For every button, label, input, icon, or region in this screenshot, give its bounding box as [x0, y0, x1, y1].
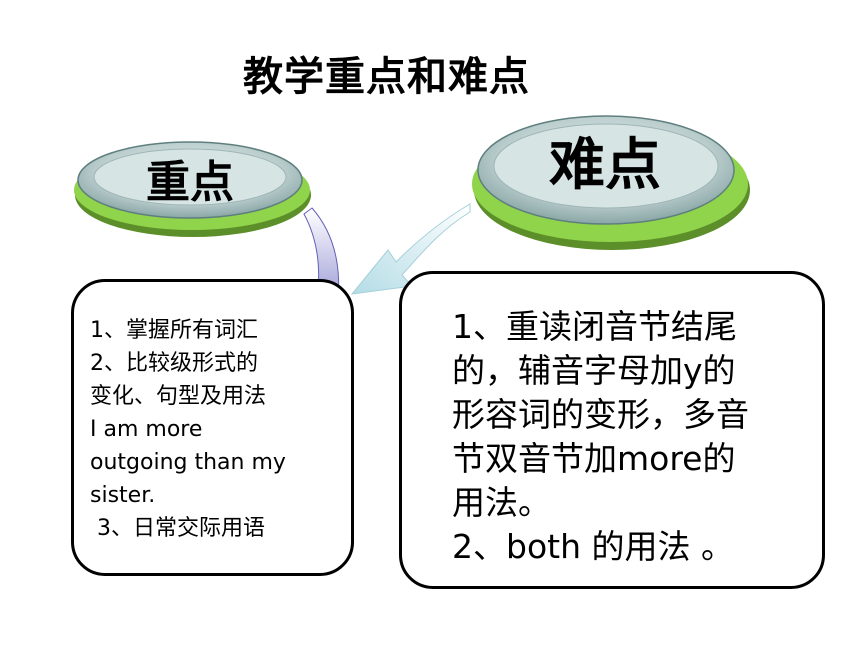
key-point-line: 变化、句型及用法 [90, 384, 267, 409]
difficult-point-line: 用法。 [452, 483, 551, 522]
difficult-point-line: 的，辅音字母加y的 [452, 351, 736, 390]
key-point-content: 1、掌握所有词汇 2、比较级形式的 变化、句型及用法 I am more out… [90, 314, 350, 545]
difficult-point-ellipse [472, 115, 750, 250]
difficult-point-line: 形容词的变形，多音 [452, 395, 749, 434]
difficult-point-box [399, 271, 825, 589]
key-point-line: 2、比较级形式的 [90, 351, 258, 376]
key-point-box [71, 279, 354, 576]
key-point-line: outgoing than my [90, 450, 286, 475]
key-point-line: sister. [90, 483, 156, 508]
difficult-point-line: 1、重读闭音节结尾 [452, 307, 737, 346]
key-point-label: 重点 [146, 157, 234, 208]
key-point-line: I am more [90, 417, 203, 442]
difficult-point-label: 难点 [549, 133, 661, 198]
difficult-point-content: 1、重读闭音节结尾 的，辅音字母加y的 形容词的变形，多音 节双音节加more的… [452, 305, 812, 569]
key-point-ellipse [74, 141, 311, 237]
key-point-line: 3、日常交际用语 [90, 516, 265, 541]
page-title: 教学重点和难点 [243, 54, 530, 100]
difficult-point-line: 节双音节加more的 [452, 439, 736, 478]
curved-arrow-teal [350, 203, 471, 295]
difficult-point-line: 2、both 的用法 。 [452, 527, 734, 566]
key-point-line: 1、掌握所有词汇 [90, 318, 258, 343]
